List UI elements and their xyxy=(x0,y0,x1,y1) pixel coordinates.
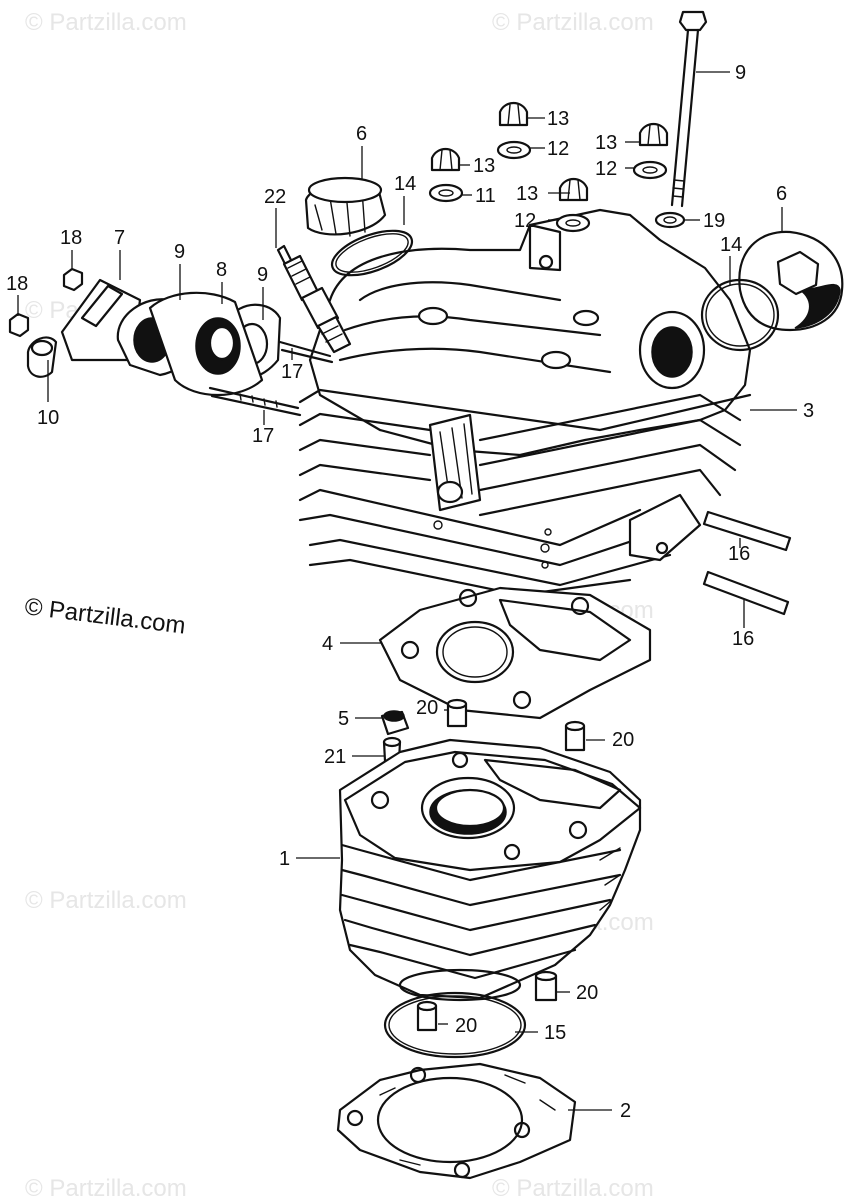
callout-13: 13 xyxy=(473,155,495,177)
callout-18: 18 xyxy=(6,273,28,295)
callout-14: 14 xyxy=(720,234,742,256)
callout-6: 6 xyxy=(776,183,787,205)
watermark-bottom-left: © Partzilla.com xyxy=(25,1175,187,1200)
part-14-o-ring-left xyxy=(330,229,414,277)
part-6-cap-left xyxy=(304,176,387,237)
callout-20: 20 xyxy=(576,982,598,1004)
callout-17: 17 xyxy=(252,425,274,447)
callout-9: 9 xyxy=(174,241,185,263)
callout-9: 9 xyxy=(257,264,268,286)
part-1-cylinder xyxy=(338,738,642,1002)
callout-6: 6 xyxy=(356,123,367,145)
callout-10: 10 xyxy=(37,407,59,429)
watermark-top-right: © Partzilla.com xyxy=(492,9,654,36)
callout-14: 14 xyxy=(394,173,416,195)
callout-13: 13 xyxy=(595,132,617,154)
part-12-washers xyxy=(428,140,668,233)
callout-18: 18 xyxy=(60,227,82,249)
callout-7: 7 xyxy=(114,227,125,249)
part-20-dowels xyxy=(416,698,586,1032)
part-5-plug xyxy=(380,710,410,736)
callout-20: 20 xyxy=(455,1015,477,1037)
part-8-insulator xyxy=(148,291,264,396)
callout-2: 2 xyxy=(620,1100,631,1122)
callout-12: 12 xyxy=(547,138,569,160)
callout-21: 21 xyxy=(324,746,346,768)
callout-13: 13 xyxy=(516,183,538,205)
callout-labels: 9 13 12 13 11 13 12 13 12 19 6 14 6 14 3… xyxy=(6,62,814,1122)
callout-12: 12 xyxy=(514,210,536,232)
part-16-dowel-pins xyxy=(702,510,792,616)
callout-20: 20 xyxy=(416,697,438,719)
callout-15: 15 xyxy=(544,1022,566,1044)
part-22-spark-plug xyxy=(276,244,352,354)
leader-lines xyxy=(17,71,797,1111)
part-4-head-gasket xyxy=(378,586,652,720)
watermark-low-left: © Partzilla.com xyxy=(25,887,187,914)
callout-13: 13 xyxy=(547,108,569,130)
part-2-base-gasket xyxy=(336,1062,577,1180)
part-19-washer xyxy=(654,211,686,229)
part-11-stud-bolt xyxy=(670,10,708,208)
callout-12: 11 xyxy=(475,185,496,207)
callout-8: 8 xyxy=(216,259,227,281)
callout-12: 12 xyxy=(595,158,617,180)
copyright-text: © Partzilla.com xyxy=(23,593,187,640)
part-14-o-ring-right xyxy=(700,278,780,352)
watermark-bottom-right: © Partzilla.com xyxy=(492,1175,654,1200)
part-10-clamp xyxy=(26,336,58,378)
callout-1: 1 xyxy=(279,848,290,870)
part-3-cylinder-head xyxy=(298,208,752,597)
part-17-studs xyxy=(208,340,334,417)
callout-22: 22 xyxy=(264,186,286,208)
callout-17: 17 xyxy=(281,361,303,383)
callout-20: 20 xyxy=(612,729,634,751)
watermark-top-left: © Partzilla.com xyxy=(25,9,187,36)
callout-11: 9 xyxy=(735,62,746,84)
callout-16: 16 xyxy=(732,628,754,650)
part-15-o-ring xyxy=(383,991,527,1059)
callout-3: 3 xyxy=(803,400,814,422)
part-6-cap-right xyxy=(738,230,844,332)
part-13-acorn-nuts xyxy=(430,101,669,202)
callout-5: 5 xyxy=(338,708,349,730)
callout-19: 19 xyxy=(703,210,725,232)
callout-4: 4 xyxy=(322,633,333,655)
callout-16: 16 xyxy=(728,543,750,565)
